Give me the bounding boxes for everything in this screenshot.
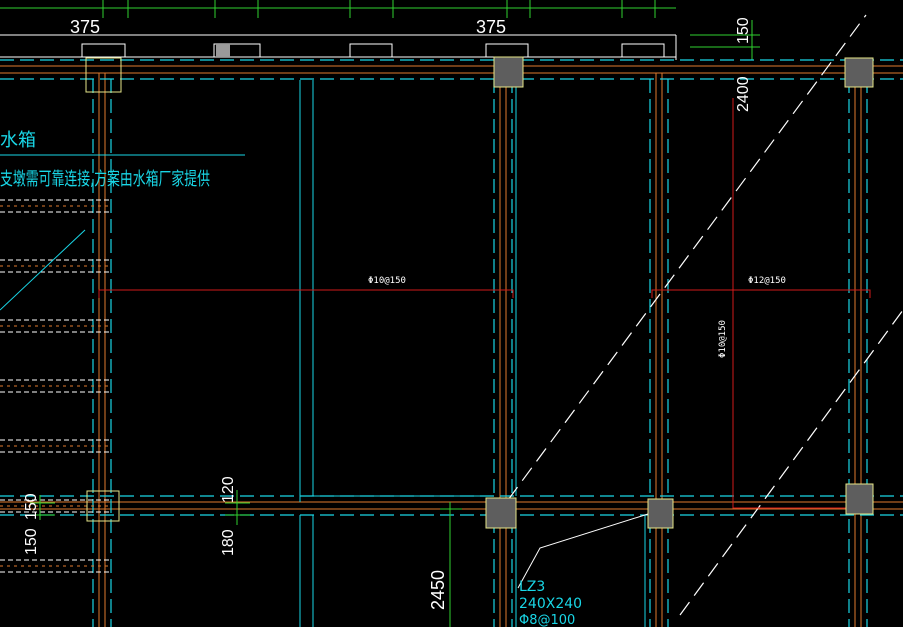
dim-top-left: 375 [70,17,100,37]
water-tank-supports [0,199,110,573]
slab-outlines [0,80,646,627]
top-dimension-chain [0,0,760,60]
column-top-left [85,57,122,93]
column-lz3 [647,498,674,529]
top-outline [0,34,677,60]
column-tag-size: 240X240 [519,596,582,612]
beams-horizontal [0,65,903,510]
top-small-column [216,44,230,57]
beams-vertical [98,73,862,627]
column-tag-name: LZ3 [519,579,545,595]
column-tag-rebar: Φ8@100 [519,613,575,627]
water-tank-note: 支墩需可靠连接,方案由水箱厂家提供 [0,169,210,190]
dim-2450: 2450 [428,570,448,610]
dim-120: 120 [220,476,237,503]
dim-right-150: 150 [735,17,752,44]
columns [85,56,874,529]
dimension-lines [30,490,462,627]
dim-right-2400: 2400 [735,76,752,112]
column-bottom-right [845,483,874,515]
rebar-lines [98,98,871,509]
column-top-mid [493,56,524,88]
column-top-right [844,57,874,88]
dim-left-150-a: 150 [23,493,40,520]
rebar-label-vertical: Φ10@150 [718,320,728,358]
dim-top-mid: 375 [476,17,506,37]
walls-dashed [0,59,903,627]
dim-left-150-b: 150 [23,528,40,555]
lz3-leader-line [517,513,649,589]
column-bottom-left [86,490,120,522]
diagonal-dashed-lines [507,14,903,616]
rebar-label-right: Φ12@150 [748,276,786,286]
water-tank-title: 水箱 [0,130,36,151]
dim-180: 180 [220,529,237,556]
rebar-label-left: Φ10@150 [368,276,406,286]
column-bottom-mid [485,497,517,529]
